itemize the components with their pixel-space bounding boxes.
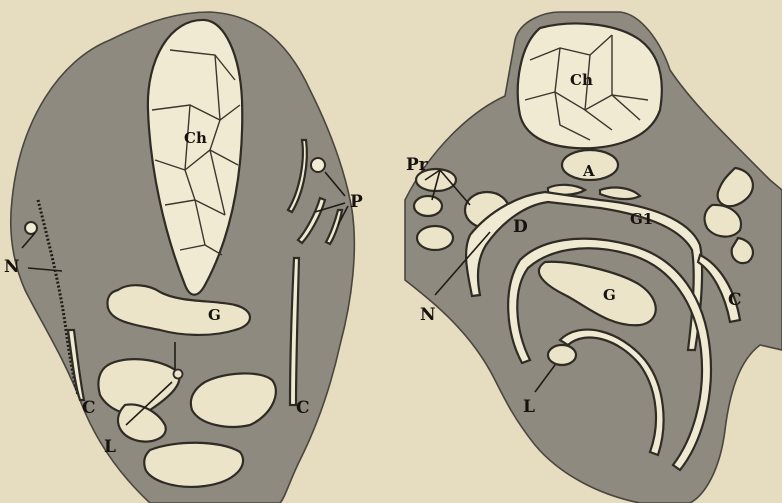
left-liver-bulb (174, 370, 183, 379)
right-label-coelom: C (728, 290, 742, 310)
right-label-notochord: Ch (570, 71, 593, 89)
left-label-coelom-right: C (296, 398, 310, 418)
left-ganglion (25, 222, 37, 234)
left-cavity-lower-4 (144, 443, 243, 487)
left-label-gut: G (208, 306, 221, 324)
right-label-aorta: A (582, 162, 595, 180)
right-pronephros-2 (414, 196, 442, 216)
right-liver (548, 345, 576, 365)
right-label-duct: D (513, 217, 528, 237)
left-label-nerve: N (4, 257, 20, 277)
right-pronephros-3 (417, 226, 453, 250)
left-label-notochord: Ch (184, 129, 207, 147)
right-label-pronephros: Pr (406, 155, 429, 175)
right-label-glomus: G1 (630, 210, 653, 228)
left-section (11, 12, 355, 503)
left-pronephric-bulb (311, 158, 325, 172)
left-label-pronephric: P (350, 192, 363, 212)
left-label-coelom-left: C (82, 398, 96, 418)
right-label-liver: L (523, 397, 535, 417)
right-label-nerve: N (420, 305, 436, 325)
right-section (405, 12, 782, 503)
left-label-liver: L (104, 437, 116, 457)
right-label-gut: G (603, 286, 616, 304)
